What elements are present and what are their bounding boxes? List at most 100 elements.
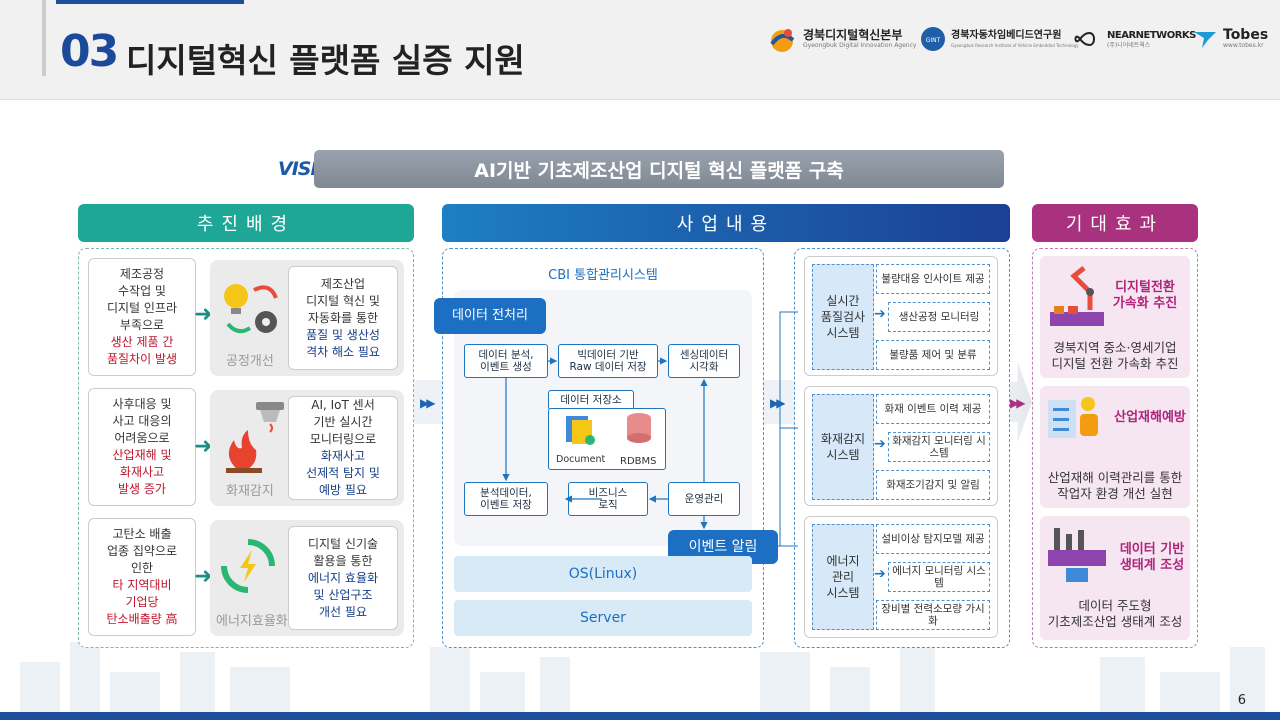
system-name: 화재감지 시스템 bbox=[812, 394, 874, 500]
vision-banner: AI기반 기초제조산업 디지털 혁신 플랫폼 구축 bbox=[314, 150, 1004, 188]
need-text: AI, IoT 센서 bbox=[311, 398, 375, 412]
problem-highlight: 생산 제품 간 bbox=[110, 335, 174, 349]
system-item: 화재 이벤트 이력 제공 bbox=[876, 394, 990, 424]
effect-desc: 데이터 주도형 기초제조산업 생태계 조성 bbox=[1047, 598, 1183, 629]
logo-sub: Gyeongbuk Digital Innovation Agency bbox=[803, 41, 917, 49]
problem-box-3: 고탄소 배출 업종 집약으로 인한 타 지역대비 기업당 탄소배출량 高 bbox=[88, 518, 196, 636]
column-header-business: 사업내용 bbox=[442, 204, 1010, 242]
arrow-right-icon: ➜ bbox=[194, 564, 213, 589]
gervet-logo-icon: GINT bbox=[921, 27, 945, 51]
chevron-right-icon: ▶▶ bbox=[420, 396, 436, 410]
problem-highlight: 화재사고 bbox=[119, 465, 165, 479]
system-card-2 bbox=[804, 386, 998, 506]
logo-name: 경북자동차임베디드연구원 bbox=[951, 29, 1062, 41]
problem-box-1: 제조공정 수작업 및 디지털 인프라 부족으로 생산 제품 간 품질차이 발생 bbox=[88, 258, 196, 376]
need-text: 제조산업 bbox=[320, 276, 366, 291]
category-label: 화재감지 bbox=[226, 484, 274, 499]
header-bar bbox=[0, 0, 1280, 100]
system-card-3 bbox=[804, 516, 998, 638]
arrow-right-icon: ➔ bbox=[874, 566, 886, 582]
system-item: 설비이상 탐지모델 제공 bbox=[876, 524, 990, 554]
system-item: 생산공정 모니터링 bbox=[888, 302, 990, 332]
system-name: 실시간 품질검사 시스템 bbox=[812, 264, 874, 370]
need-highlight: 에너지 효율화 bbox=[307, 570, 379, 585]
logo-sub: (주)니어네트웍스 bbox=[1107, 41, 1151, 49]
effect-desc: 산업재해 이력관리를 통한 작업자 환경 개선 실현 bbox=[1047, 470, 1183, 501]
logo-nearnetworks: NEARNETWORKS(주)니어네트웍스 bbox=[1072, 22, 1196, 56]
problem-text: 어려움으로 bbox=[114, 431, 170, 445]
need-highlight: 개선 필요 bbox=[319, 604, 367, 619]
effect-title: 산업재해예방 bbox=[1114, 410, 1186, 425]
need-text: 기반 실시간 bbox=[313, 415, 373, 429]
chevron-right-icon: ▶▶ bbox=[1010, 396, 1026, 410]
arrow-right-icon: ➜ bbox=[194, 302, 213, 327]
svg-text:GINT: GINT bbox=[926, 37, 941, 44]
logo-name: 경북디지털혁신본부 bbox=[803, 27, 903, 42]
preprocess-badge: 데이터 전처리 bbox=[434, 298, 546, 334]
connector-band bbox=[414, 380, 442, 424]
connector-band bbox=[764, 380, 794, 424]
flow-bigdata: 빅데이터 기반 Raw 데이터 저장 bbox=[558, 344, 658, 378]
server-layer: Server bbox=[454, 600, 752, 636]
effect-card-3 bbox=[1040, 516, 1190, 640]
effect-title: 데이터 기반 생태계 조성 bbox=[1119, 542, 1185, 573]
system-name: 에너지 관리 시스템 bbox=[812, 524, 874, 630]
problem-text: 사고 대응의 bbox=[112, 414, 172, 428]
problem-text: 디지털 인프라 bbox=[106, 301, 178, 315]
factory-chip-icon bbox=[1048, 528, 1106, 582]
header-divider bbox=[42, 0, 46, 76]
category-label: 공정개선 bbox=[226, 354, 274, 369]
flow-analyze: 데이터 분석, 이벤트 생성 bbox=[464, 344, 548, 378]
document-label: Document bbox=[556, 454, 606, 465]
effect-title: 디지털전환 가속화 추진 bbox=[1112, 280, 1178, 311]
problem-text: 부족으로 bbox=[119, 318, 165, 332]
need-text: 활용을 통한 bbox=[313, 553, 373, 568]
problem-text: 사후대응 및 bbox=[112, 397, 172, 411]
os-layer: OS(Linux) bbox=[454, 556, 752, 592]
need-highlight: 화재사고 bbox=[320, 449, 366, 463]
need-highlight: 격차 해소 필요 bbox=[306, 344, 380, 359]
database-icon bbox=[627, 413, 651, 443]
gyeongbuk-logo-icon bbox=[770, 29, 795, 52]
column-header-background: 추진배경 bbox=[78, 204, 414, 242]
footer-bar bbox=[0, 712, 1280, 720]
system-item: 에너지 모니터링 시스템 bbox=[888, 562, 990, 592]
need-box-3: 디지털 신기술 활용을 통한 에너지 효율화 및 산업구조 개선 필요 bbox=[288, 526, 398, 630]
arrow-right-icon: ➜ bbox=[194, 434, 213, 459]
page-title: 디지털혁신 플랫폼 실증 지원 bbox=[126, 41, 525, 80]
need-highlight: 선제적 탐지 및 bbox=[306, 466, 380, 480]
category-label: 에너지효율화 bbox=[216, 614, 288, 629]
cbi-title: CBI 통합관리시스템 bbox=[548, 268, 658, 283]
logo-sub: www.tobes.kr bbox=[1223, 41, 1264, 49]
bulb-gear-icon bbox=[224, 284, 278, 334]
need-highlight: 및 산업구조 bbox=[313, 587, 373, 602]
need-highlight: 예방 필요 bbox=[319, 483, 367, 497]
tobes-logo-icon bbox=[1194, 32, 1216, 48]
worker-checklist-icon bbox=[1048, 397, 1098, 438]
problem-text: 제조공정 bbox=[119, 267, 165, 281]
need-box-1: 제조산업 디지털 혁신 및 자동화를 통한 품질 및 생산성 격차 해소 필요 bbox=[288, 266, 398, 370]
need-highlight: 품질 및 생산성 bbox=[306, 327, 380, 342]
flow-arrows bbox=[502, 357, 708, 530]
system-item: 불량대응 인사이트 제공 bbox=[876, 264, 990, 294]
problem-highlight: 발생 증가 bbox=[118, 482, 166, 496]
rdbms-label: RDBMS bbox=[620, 456, 657, 467]
need-text: 자동화를 통한 bbox=[307, 310, 379, 325]
system-item: 화재조기감지 및 알림 bbox=[876, 470, 990, 500]
problem-text: 인한 bbox=[130, 561, 154, 575]
problem-text: 수작업 및 bbox=[118, 284, 166, 298]
effect-desc: 경북지역 중소·영세기업 디지털 전환 가속화 추진 bbox=[1051, 340, 1179, 371]
problem-highlight: 품질차이 발생 bbox=[106, 352, 178, 366]
arrow-right-icon: ➔ bbox=[874, 306, 886, 322]
system-item: 장비별 전력소모량 가시화 bbox=[876, 600, 990, 630]
column-header-effect: 기대효과 bbox=[1032, 204, 1198, 242]
system-item: 화재감지 모니터링 시스템 bbox=[888, 432, 990, 462]
flow-sensing-visual: 센싱데이터 시각화 bbox=[668, 344, 740, 378]
section-number: 03 bbox=[60, 26, 119, 77]
problem-highlight: 산업재해 및 bbox=[112, 448, 172, 462]
need-text: 모니터링으로 bbox=[309, 432, 377, 446]
flow-operation: 운영관리 bbox=[668, 482, 740, 516]
logo-name: Tobes bbox=[1223, 26, 1269, 43]
